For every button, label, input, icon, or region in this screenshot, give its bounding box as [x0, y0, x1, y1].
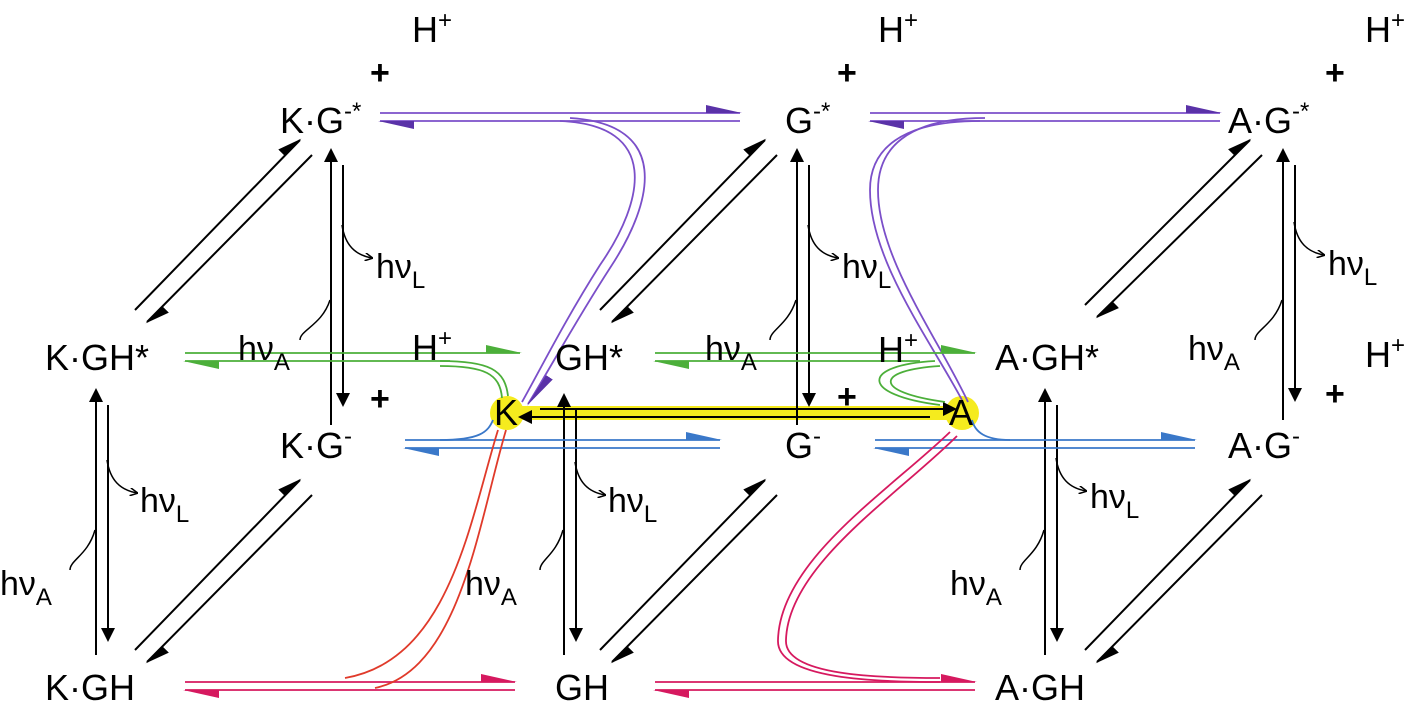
emission-curls — [69, 221, 1324, 571]
species-k-gh-excited: K·GH* — [45, 337, 149, 378]
species-a-g-anion-excited: A·G-* — [1228, 98, 1309, 141]
species-g-anion: G- — [785, 423, 821, 466]
species-a-gh-excited: A·GH* — [995, 337, 1099, 378]
proton-labels: H+ H+ H+ H+ H+ H+ + + + + + + — [370, 7, 1405, 418]
k-a-highlight-arrow — [490, 396, 979, 430]
hv-absorption-label: hνA — [1188, 330, 1240, 376]
hv-absorption-label: hνA — [950, 565, 1002, 611]
plus-sign: + — [370, 54, 390, 92]
plus-sign: + — [837, 378, 857, 416]
species-k: K — [494, 392, 518, 433]
species-k-g-anion: K·G- — [280, 423, 352, 466]
proton-label: H+ — [1365, 332, 1405, 375]
blue-arrows — [403, 419, 1197, 456]
hv-emission-label: hνL — [140, 482, 189, 528]
diagonal-equilibria — [134, 138, 1263, 664]
hv-emission-label: hνL — [608, 482, 657, 528]
species-g-anion-excited: G-* — [785, 98, 830, 141]
hv-absorption-label: hνA — [0, 565, 52, 611]
hv-absorption-label: hνA — [705, 330, 757, 376]
hv-absorption-label: hνA — [465, 565, 517, 611]
hv-emission-label: hνL — [1090, 478, 1139, 524]
hv-emission-label: hνL — [842, 248, 891, 294]
hv-absorption-label: hνA — [238, 330, 290, 376]
hv-emission-label: hνL — [1328, 245, 1377, 291]
species-a-g-anion: A·G- — [1228, 423, 1300, 466]
plus-sign: + — [370, 380, 390, 418]
magenta-arrows — [183, 429, 977, 698]
proton-label: H+ — [1365, 7, 1405, 50]
species-a-gh: A·GH — [995, 667, 1085, 703]
species-gh-excited: GH* — [555, 337, 623, 378]
species-k-g-anion-excited: K·G-* — [280, 98, 361, 141]
proton-label: H+ — [412, 325, 452, 368]
species-gh: GH — [555, 667, 609, 703]
proton-label: H+ — [878, 7, 918, 50]
photon-labels: hνL hνL hνL hνL hνL hνL hνA hνA hνA hνA … — [0, 245, 1377, 611]
vertical-equilibria — [89, 148, 1302, 655]
purple-arrows — [378, 105, 1222, 406]
hv-emission-label: hνL — [376, 248, 425, 294]
species-a: A — [949, 392, 973, 433]
green-arrows — [183, 345, 977, 406]
plus-sign: + — [1325, 375, 1345, 413]
proton-label: H+ — [412, 7, 452, 50]
plus-sign: + — [1325, 54, 1345, 92]
plus-sign: + — [837, 54, 857, 92]
proton-label: H+ — [878, 327, 918, 370]
species-k-gh: K·GH — [45, 667, 135, 703]
